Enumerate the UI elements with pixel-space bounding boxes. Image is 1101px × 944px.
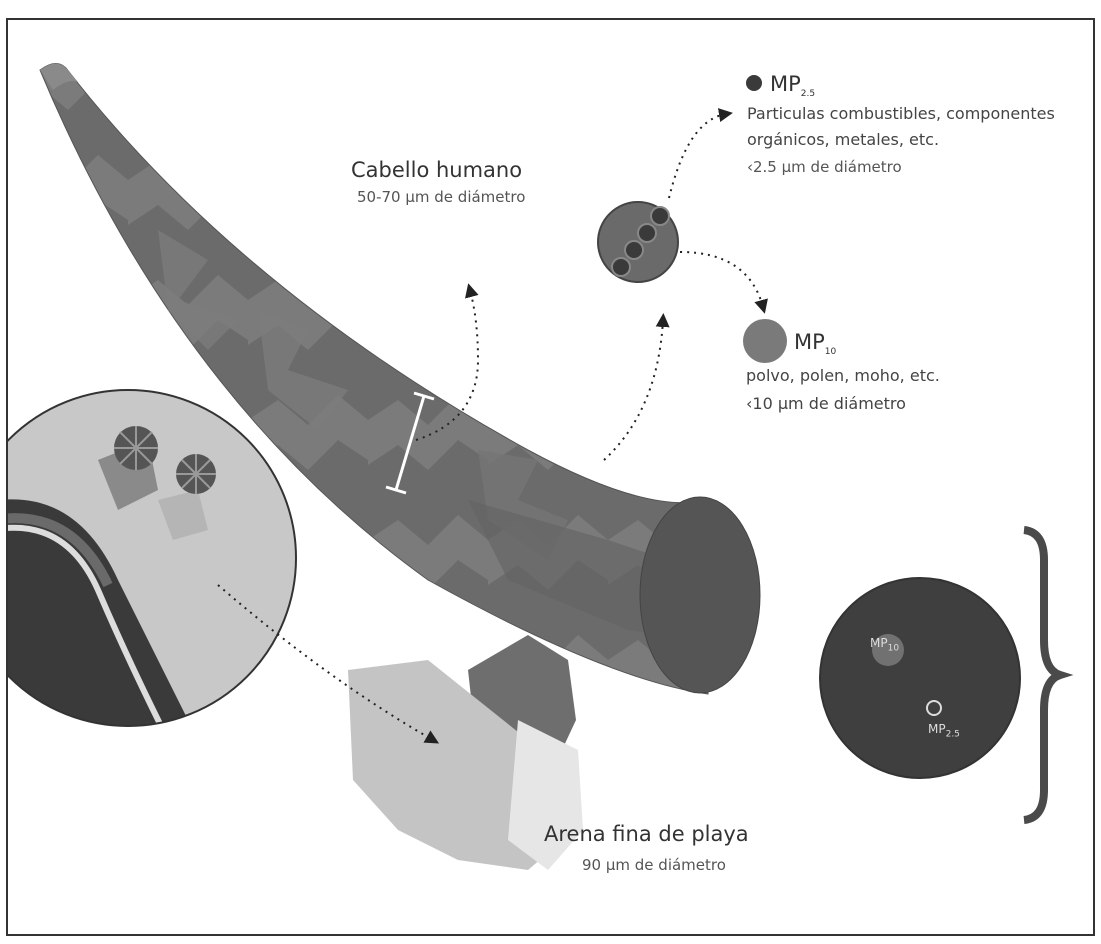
pm25-cluster-circle [598, 202, 678, 282]
cross-section-pm25-label: MP2.5 [928, 722, 960, 739]
pm10-size: ‹10 µm de diámetro [746, 394, 906, 413]
pm10-description: polvo, polen, moho, etc. [746, 366, 940, 385]
cross-section-pm10-label: MP10 [870, 636, 899, 653]
figure-frame: Cabello humano 50-70 µm de diámetro MP2.… [6, 18, 1095, 936]
pm10-label: MP10 [794, 330, 836, 357]
hair-title: Cabello humano [351, 158, 522, 182]
sand-subtitle: 90 µm de diámetro [582, 856, 726, 874]
hair-subtitle: 50-70 µm de diámetro [357, 188, 525, 206]
pm25-description-line2: orgánicos, metales, etc. [747, 130, 939, 149]
diagram-canvas [8, 20, 1095, 936]
pm25-description-line1: Particulas combustibles, componentes [747, 104, 1055, 123]
pm25-dot-icon [746, 75, 762, 91]
pm25-label: MP2.5 [770, 72, 815, 99]
brace [1024, 530, 1060, 820]
cross-section-circle [820, 578, 1020, 778]
pm10-dot-icon [743, 319, 787, 363]
sand-title: Arena fina de playa [544, 822, 749, 846]
pm25-size: ‹2.5 µm de diámetro [747, 158, 902, 176]
